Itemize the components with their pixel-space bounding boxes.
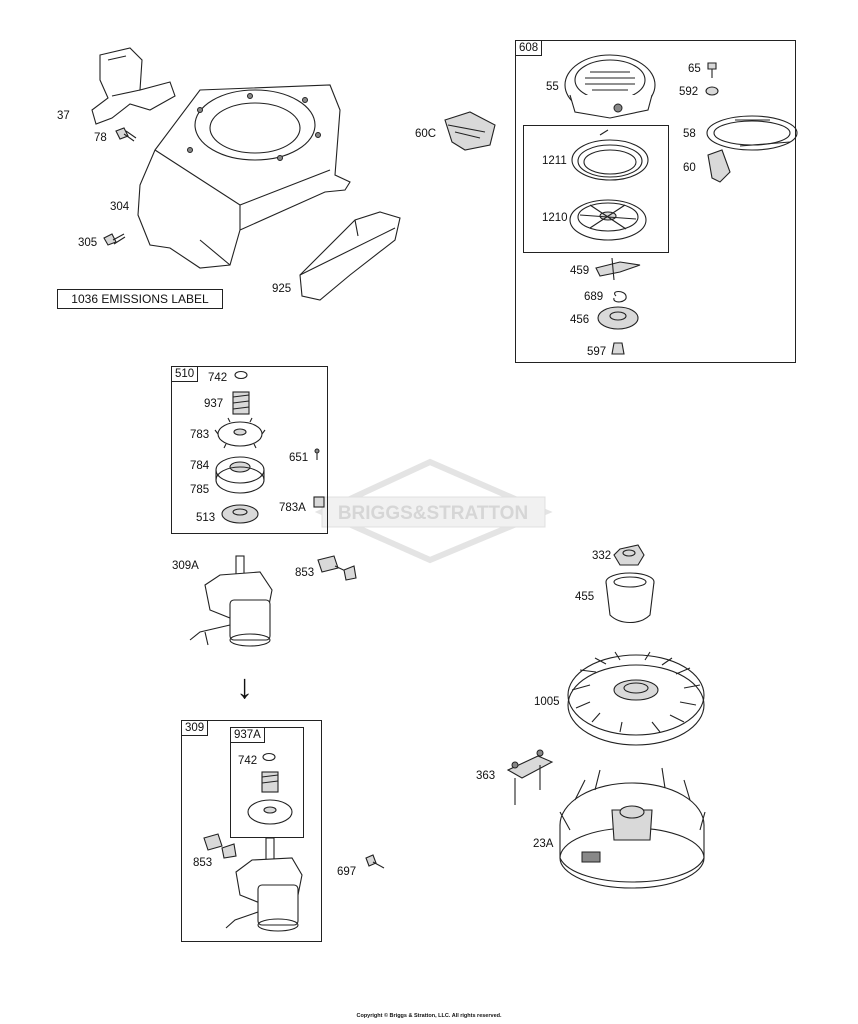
callout-60c: 60C bbox=[415, 128, 437, 140]
callout-1005: 1005 bbox=[534, 696, 560, 708]
part-60-handle bbox=[707, 149, 731, 183]
callout-37: 37 bbox=[57, 110, 70, 122]
part-37-bracket bbox=[91, 47, 176, 125]
callout-742-b: 742 bbox=[238, 755, 258, 767]
part-58-rope bbox=[706, 115, 798, 151]
callout-853-b: 853 bbox=[193, 857, 213, 869]
part-1211-spring bbox=[571, 129, 649, 181]
callout-455: 455 bbox=[575, 591, 595, 603]
callout-651: 651 bbox=[289, 452, 309, 464]
part-597-screw bbox=[611, 342, 625, 355]
callout-783a: 783A bbox=[279, 502, 306, 514]
group-box-937a bbox=[230, 727, 304, 838]
group-box-510 bbox=[171, 366, 328, 534]
group-box-309 bbox=[181, 720, 322, 942]
part-783-gear bbox=[214, 417, 266, 449]
part-925-guard bbox=[299, 211, 401, 301]
callout-1210: 1210 bbox=[542, 212, 568, 224]
group-box-pulley-spring bbox=[523, 125, 669, 253]
callout-592: 592 bbox=[679, 86, 699, 98]
callout-305: 305 bbox=[78, 237, 98, 249]
part-853-connector bbox=[317, 555, 357, 581]
part-742b-retainer bbox=[262, 752, 276, 762]
callout-597: 597 bbox=[587, 346, 607, 358]
part-784-clutch bbox=[215, 456, 265, 494]
part-1210-pulley bbox=[569, 199, 647, 241]
part-742-retainer bbox=[234, 370, 248, 380]
part-456-retainer bbox=[597, 306, 639, 330]
part-363-bracket bbox=[506, 749, 554, 805]
callout-459: 459 bbox=[570, 265, 590, 277]
part-332-nut bbox=[613, 544, 645, 566]
part-78-screw bbox=[115, 127, 137, 142]
callout-55: 55 bbox=[546, 81, 559, 93]
group-tag-608: 608 bbox=[515, 40, 543, 56]
part-853b-connector bbox=[203, 833, 237, 859]
part-305-screw bbox=[103, 233, 126, 246]
callout-689: 689 bbox=[584, 291, 604, 303]
callout-363: 363 bbox=[476, 770, 496, 782]
group-tag-309: 309 bbox=[181, 720, 209, 736]
part-309-starter-motor bbox=[225, 837, 303, 932]
callout-784: 784 bbox=[190, 460, 210, 472]
part-513-pinion bbox=[221, 504, 259, 524]
callout-65: 65 bbox=[688, 63, 701, 75]
part-689-spring bbox=[613, 290, 627, 303]
part-304-blower-housing bbox=[137, 84, 351, 269]
callout-937: 937 bbox=[204, 398, 224, 410]
callout-853: 853 bbox=[295, 567, 315, 579]
callout-785: 785 bbox=[190, 484, 210, 496]
emissions-label: 1036 EMISSIONS LABEL bbox=[57, 289, 223, 309]
part-23a-flywheel bbox=[559, 767, 706, 889]
callout-60: 60 bbox=[683, 162, 696, 174]
callout-513: 513 bbox=[196, 512, 216, 524]
watermark-text: BRIGGS&STRATTON bbox=[338, 503, 528, 524]
callout-783: 783 bbox=[190, 429, 210, 441]
copyright-notice: Copyright © Briggs & Stratton, LLC. All … bbox=[356, 1013, 502, 1019]
down-arrow-icon: ↓ bbox=[236, 668, 253, 706]
part-783a-nut bbox=[313, 496, 325, 508]
callout-78: 78 bbox=[94, 132, 107, 144]
part-55-starter-housing bbox=[564, 54, 656, 119]
callout-742: 742 bbox=[208, 372, 228, 384]
part-309a-starter-motor bbox=[189, 555, 273, 647]
part-651-pin bbox=[314, 448, 320, 460]
part-60c-handle bbox=[444, 111, 496, 151]
part-1005-fan bbox=[567, 651, 705, 746]
callout-332: 332 bbox=[592, 550, 612, 562]
group-tag-937a: 937A bbox=[230, 727, 265, 743]
part-459-dog bbox=[595, 257, 641, 281]
part-65-screw bbox=[707, 62, 717, 78]
callout-58: 58 bbox=[683, 128, 696, 140]
group-box-608 bbox=[515, 40, 796, 363]
part-455-starter-cup bbox=[605, 572, 655, 624]
group-tag-510: 510 bbox=[171, 366, 199, 382]
callout-309a: 309A bbox=[172, 560, 199, 572]
callout-1211: 1211 bbox=[542, 155, 567, 167]
callout-304: 304 bbox=[110, 201, 130, 213]
part-592-nut bbox=[705, 86, 719, 96]
callout-925: 925 bbox=[272, 283, 292, 295]
part-937-spring bbox=[232, 391, 250, 415]
callout-456: 456 bbox=[570, 314, 590, 326]
part-937a-spring-gear bbox=[247, 771, 293, 825]
callout-697: 697 bbox=[337, 866, 357, 878]
callout-23a: 23A bbox=[533, 838, 554, 850]
part-697-screw bbox=[365, 854, 385, 869]
